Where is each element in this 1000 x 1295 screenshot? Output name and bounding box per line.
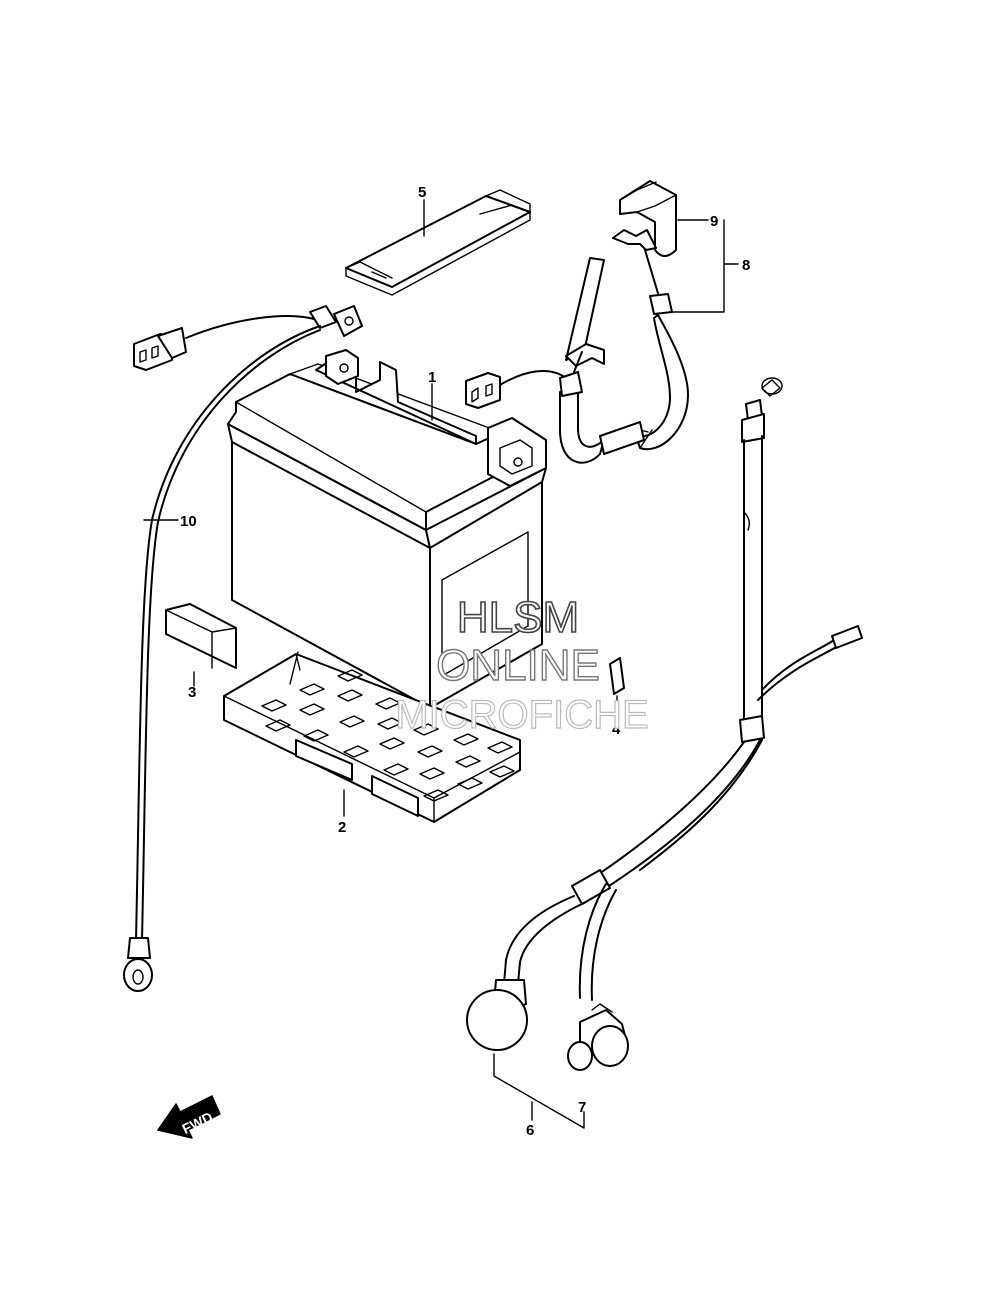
clip[interactable] bbox=[609, 657, 625, 695]
battery-pad[interactable] bbox=[165, 603, 237, 669]
watermark: HLSM ONLINE MICROFICHE bbox=[395, 592, 650, 737]
watermark-line-1: HLSM bbox=[457, 593, 579, 642]
fwd-arrow: FWD bbox=[157, 1095, 221, 1139]
callout-3: 3 bbox=[188, 684, 196, 701]
callout-2: 2 bbox=[338, 819, 346, 836]
sub-harness[interactable] bbox=[465, 257, 605, 409]
battery-tray[interactable] bbox=[223, 651, 521, 823]
watermark-line-2: ONLINE bbox=[436, 641, 600, 690]
callout-5: 5 bbox=[418, 184, 426, 201]
callout-1: 1 bbox=[428, 369, 436, 386]
leader-lines bbox=[143, 199, 739, 1129]
ground-harness[interactable] bbox=[123, 305, 363, 992]
negative-cable-assembly[interactable] bbox=[466, 377, 863, 1071]
positive-cable[interactable] bbox=[559, 229, 689, 464]
terminal-cap[interactable] bbox=[619, 180, 677, 257]
callout-4: 4 bbox=[612, 721, 621, 738]
callout-7: 7 bbox=[578, 1099, 586, 1116]
battery-strap[interactable] bbox=[345, 189, 531, 296]
callout-9: 9 bbox=[710, 213, 718, 230]
callout-8: 8 bbox=[742, 257, 750, 274]
watermark-line-3: MICROFICHE bbox=[395, 693, 648, 737]
callout-6: 6 bbox=[526, 1122, 534, 1139]
callout-10: 10 bbox=[180, 513, 197, 530]
battery[interactable] bbox=[227, 349, 547, 709]
